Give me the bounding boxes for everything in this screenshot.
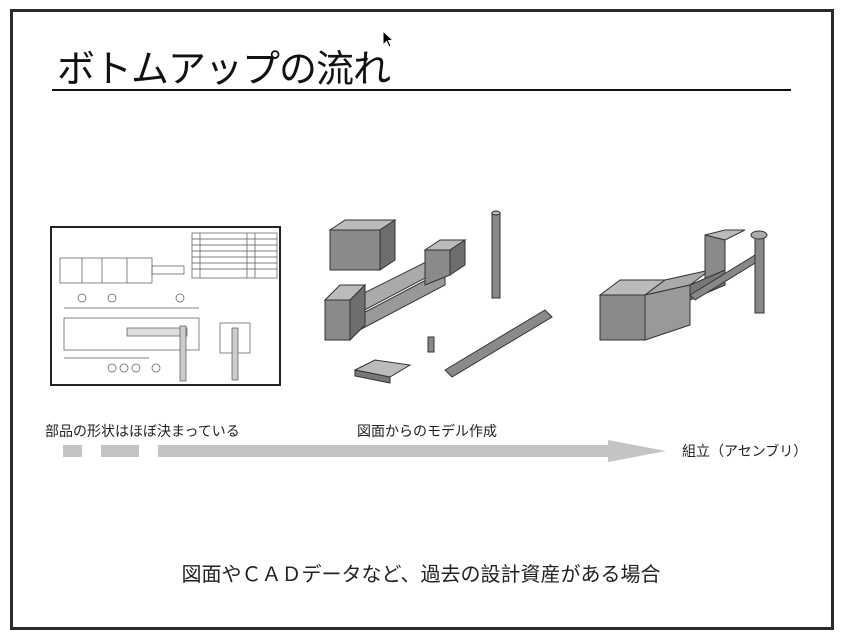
- technical-drawing-image: [50, 226, 281, 386]
- assembly-image: [598, 229, 768, 341]
- slide-title: ボトムアップの流れ: [57, 47, 391, 91]
- flow-arrow-icon: [158, 440, 666, 462]
- label-modeling: 図面からのモデル作成: [357, 424, 497, 440]
- title-underline: [52, 89, 791, 91]
- label-assembly: 組立（アセンブリ）: [682, 444, 808, 460]
- modeled-parts-image: [323, 210, 553, 384]
- arrow-dash-1: [63, 445, 82, 457]
- arrow-dash-2: [101, 445, 139, 457]
- slide-caption: 図面やＣＡＤデータなど、過去の設計資産がある場合: [181, 562, 661, 586]
- mouse-cursor-icon: [382, 30, 395, 48]
- slide-frame: [10, 9, 834, 630]
- label-parts-shape: 部品の形状はほぼ決まっている: [45, 424, 240, 440]
